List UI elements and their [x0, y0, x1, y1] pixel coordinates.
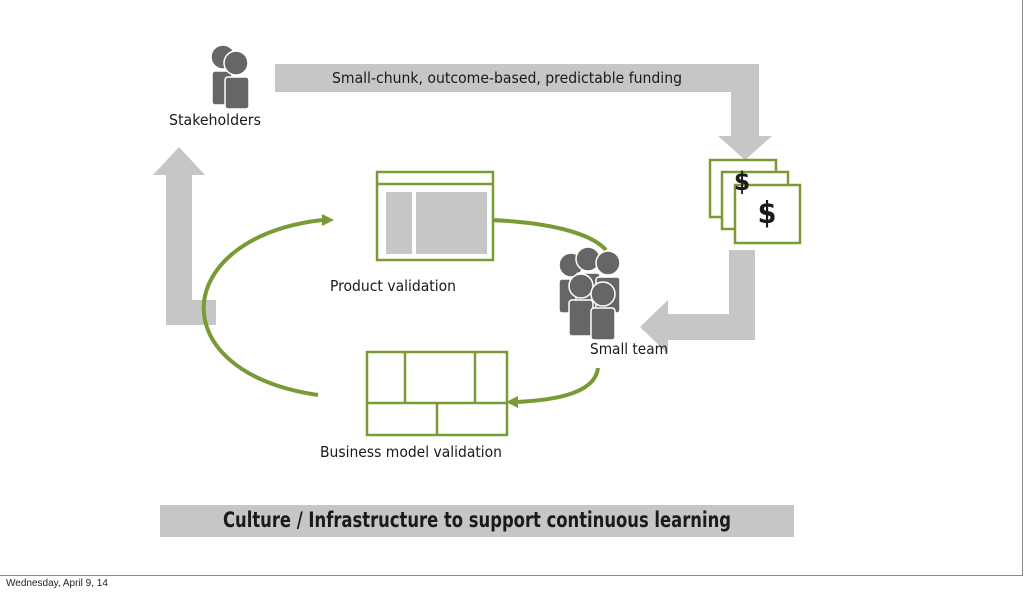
lean-funding-diagram: $ $ Small-chunk, outcome-based, predicta…: [153, 44, 802, 537]
product-wireframe-icon: [375, 170, 495, 262]
slide: $ $ Small-chunk, outcome-based, predicta…: [0, 0, 1023, 576]
small-team-label: Small team: [590, 340, 668, 358]
culture-bar: [160, 505, 794, 537]
dollar-bills-icon: $ $: [708, 158, 802, 245]
cycle-arrowhead-top: [322, 214, 334, 226]
funding-label: Small-chunk, outcome-based, predictable …: [332, 69, 682, 87]
business-model-validation-label: Business model validation: [320, 443, 502, 461]
cycle-arc-bottom-right: [515, 367, 600, 404]
product-validation-label: Product validation: [330, 277, 456, 295]
business-model-canvas-icon: [365, 350, 509, 437]
learning-cycle: [201, 214, 608, 408]
person-pair-icon: [210, 44, 250, 110]
culture-label: Culture / Infrastructure to support cont…: [223, 508, 731, 532]
person-group-icon: [558, 246, 621, 341]
cycle-to-stakeholders-arrow: [153, 147, 216, 325]
stakeholders-label: Stakeholders: [169, 111, 261, 129]
dollar-sign: $: [758, 196, 777, 231]
funding-arrow: [275, 64, 772, 160]
dollar-sign-back: $: [734, 167, 750, 197]
cycle-arrowhead-bottom: [506, 396, 518, 408]
cycle-arc-left: [201, 218, 323, 397]
money-to-team-arrow: [640, 250, 755, 354]
cycle-arc-top-right: [489, 218, 608, 252]
footer-date: Wednesday, April 9, 14: [6, 578, 108, 589]
